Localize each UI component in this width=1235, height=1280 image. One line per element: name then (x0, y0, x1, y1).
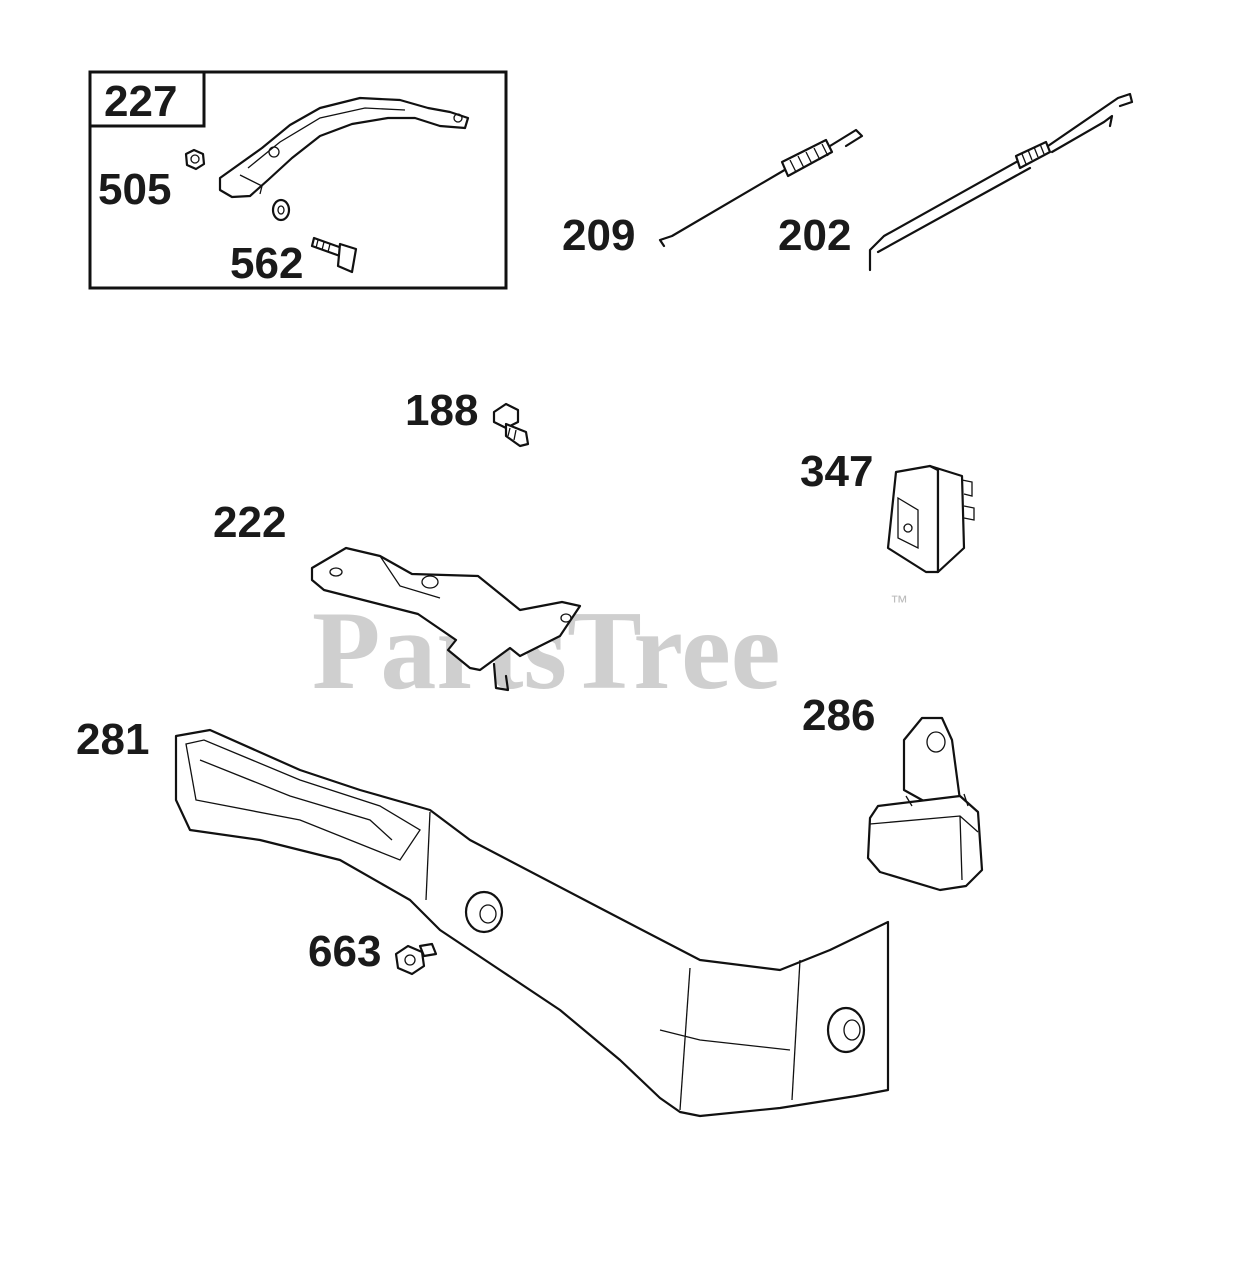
inset-box-227: 227 505 562 (88, 70, 508, 290)
callout-347: 347 (800, 447, 873, 496)
callout-505: 505 (98, 165, 171, 214)
callout-202: 202 (778, 211, 851, 260)
callout-188: 188 (405, 386, 478, 435)
handle-part-281 (174, 728, 890, 1118)
washer-part (271, 198, 291, 222)
bolt-part-562 (310, 236, 358, 274)
callout-281: 281 (76, 715, 149, 764)
callout-222: 222 (213, 498, 286, 547)
callout-209: 209 (562, 211, 635, 260)
capacitor-part-286 (866, 716, 984, 892)
spring-rod-part-209 (658, 128, 864, 248)
callout-663: 663 (308, 927, 381, 976)
lever-arm-part (218, 96, 470, 199)
callout-562: 562 (230, 239, 303, 288)
watermark-trademark: ™ (890, 592, 908, 612)
nut-part-505 (184, 148, 206, 171)
nut-part-663 (394, 942, 438, 976)
callout-286: 286 (802, 691, 875, 740)
rocker-switch-part-347 (886, 464, 975, 574)
governor-link-part-202 (868, 92, 1134, 272)
screw-part-188 (492, 402, 530, 448)
inset-box-label: 227 (104, 77, 177, 126)
bracket-part-222 (310, 546, 582, 692)
